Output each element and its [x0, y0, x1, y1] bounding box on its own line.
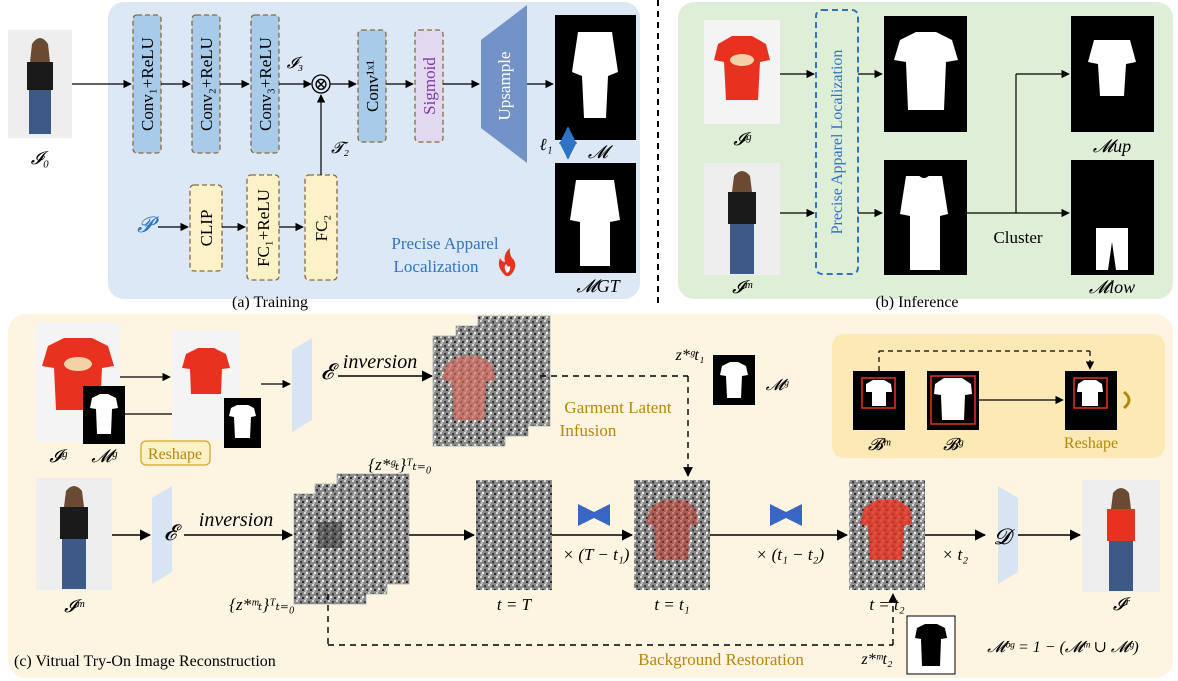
- label-l1: ℓ₁: [540, 135, 553, 154]
- fire-icon: [498, 248, 516, 277]
- z-g-sequence: {z*ᵍₜ}ᵀₜ₌₀: [368, 455, 431, 474]
- label-m-low: 𝓜low: [1089, 277, 1135, 297]
- garment-infusion-line1: Garment Latent: [564, 398, 671, 417]
- panel-training-caption: (a) Training: [232, 294, 308, 311]
- pal-label-line1: Precise Apparel: [391, 234, 498, 253]
- reshape-inset: [832, 334, 1165, 458]
- panel-tryon-caption: (c) Vitrual Try-On Image Reconstruction: [14, 653, 276, 670]
- reshaped-garment-mask: [224, 398, 261, 448]
- result-image: [1082, 480, 1160, 592]
- tryon-model-image: [36, 478, 112, 590]
- z-t2-m-label: z*ᵐt₂: [861, 651, 893, 668]
- input-person-image: [8, 30, 72, 138]
- label-mg-small: 𝓜ᵍ: [766, 377, 790, 394]
- label-x-t2: × t₂: [942, 545, 968, 564]
- clip-label: CLIP: [197, 210, 216, 247]
- bg-restoration-label: Background Restoration: [638, 650, 804, 669]
- sigmoid-block: [414, 29, 444, 143]
- panel-inference-bg: [678, 2, 1173, 299]
- garment-infusion-line2: Infusion: [560, 421, 617, 440]
- reshape-badge-label: Reshape: [148, 446, 202, 463]
- model-latent-stack: [293, 473, 410, 605]
- reshaped-garment-image: [172, 330, 240, 440]
- input-label-i0: 𝓘₀: [31, 148, 49, 168]
- lower-mask-image: [1071, 160, 1154, 275]
- reshape-badge: [140, 440, 211, 466]
- noise-tT: [476, 480, 552, 590]
- label-mask-pred: 𝓜: [588, 142, 614, 162]
- inset-reshape-label: Reshape: [1064, 435, 1118, 452]
- decoder: [998, 486, 1018, 584]
- conv1x1-label: Conv¹ˣ¹: [363, 60, 382, 112]
- pal-label-line2: Localization: [394, 257, 479, 276]
- label-m-up: 𝓜up: [1093, 136, 1131, 156]
- label-ig-b: 𝓘ᵍ: [733, 129, 751, 149]
- noise-t2: [849, 480, 925, 590]
- cluster-label: Cluster: [993, 228, 1042, 247]
- conv1-label: Conv₁+ReLU: [138, 37, 157, 131]
- panel-inference: 𝓘ᵍ 𝓘ᵐ Precise Apparel Localization: [678, 2, 1173, 311]
- model-mask-b: [884, 160, 967, 275]
- garment-latent-stack: [432, 315, 551, 447]
- panel-training: 𝓘₀ Conv₁+ReLU Conv₂+ReLU Conv₃+ReLU 𝓘₃ ⊗…: [8, 2, 640, 311]
- multiply-symbol: ⊗: [313, 74, 328, 94]
- background-mask-image: [906, 615, 956, 675]
- model-image-b: [704, 163, 780, 275]
- label-t-t2: t = t₂: [869, 595, 904, 614]
- label-im-c: 𝓘ᵐ: [64, 596, 85, 616]
- curved-arrow-icon: [1123, 390, 1131, 410]
- fc1-label: FC₁+ReLU: [254, 189, 273, 267]
- inset-bm-label: 𝓑ᵐ: [868, 435, 891, 454]
- z-t1-g-label: z*ᵍt₁: [675, 347, 705, 364]
- inset-bg-label: 𝓑ᵍ: [943, 435, 964, 454]
- inversion-top-label: inversion: [343, 351, 417, 373]
- tryon-garment-image: [36, 322, 120, 442]
- unet-2-icon: [770, 504, 802, 526]
- garment-image: [704, 20, 780, 124]
- noise-t1: [634, 480, 710, 590]
- label-t-t1: t = t₁: [654, 595, 689, 614]
- conv3-label: Conv₃+ReLU: [256, 37, 275, 131]
- sigmoid-label: Sigmoid: [420, 57, 439, 115]
- upsample-label: Upsample: [495, 52, 514, 121]
- garment-mask-b: [884, 16, 967, 132]
- decoder-label: 𝓓: [994, 524, 1016, 549]
- fc1-block: [246, 174, 280, 281]
- tryon-garment-mask: [83, 386, 125, 444]
- clip-block: [189, 184, 223, 272]
- label-t-T: t = T: [497, 595, 533, 614]
- pal-box-label: Precise Apparel Localization: [829, 50, 846, 235]
- label-im-b: 𝓘ᵐ: [732, 277, 753, 297]
- label-ig-c: 𝓘ᵍ: [49, 446, 67, 466]
- conv2-label: Conv₂+ReLU: [197, 37, 216, 131]
- panel-tryon: 𝓘ᵍ 𝓜ᵍ Reshape 𝓔 inversion {z*ᵍₜ}ᵀₜ₌₀: [8, 314, 1173, 678]
- label-t2: 𝓣₂: [331, 140, 349, 157]
- ground-truth-mask-image: [555, 163, 636, 273]
- encoder-top: [292, 338, 312, 432]
- label-x-t1-t2: × (t₁ − t₂): [756, 545, 825, 564]
- label-ir: 𝓘ʳ: [1113, 594, 1131, 614]
- unet-1-icon: [578, 504, 610, 526]
- garment-mask-small: [713, 355, 755, 405]
- fc2-label: FC₂: [312, 215, 331, 242]
- encoder-bottom: [152, 486, 172, 584]
- conv1x1-block: [357, 29, 387, 143]
- z-m-sequence: {z*ᵐₜ}ᵀₜ₌₀: [229, 595, 295, 614]
- m-bg-formula: 𝓜ᵇᵍ = 1 − (𝓜ᵐ ∪ 𝓜ᵍ): [987, 639, 1139, 656]
- upper-mask-image: [1071, 16, 1154, 132]
- inversion-bottom-label: inversion: [199, 509, 273, 531]
- pal-box: [815, 9, 859, 275]
- label-mask-gt: 𝓜GT: [576, 276, 621, 296]
- upsample-block: [481, 5, 527, 163]
- label-mg-c: 𝓜ᵍ: [91, 446, 117, 466]
- predicted-mask-image: [555, 15, 636, 140]
- label-i3: 𝓘₃: [287, 55, 303, 72]
- label-x-T-t1: × (T − t₁): [563, 545, 630, 564]
- panel-inference-caption: (b) Inference: [875, 294, 958, 311]
